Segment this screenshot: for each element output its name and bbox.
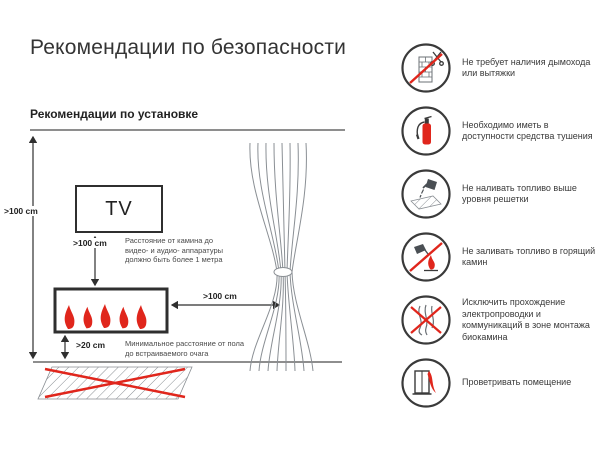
list-item: Не требует наличия дымохода или вытяжки [400,42,596,94]
tv-label: TV [105,197,133,220]
list-item: Проветривать помещение [400,357,596,409]
curtain [249,142,314,372]
no-wiring-icon [401,295,451,345]
safety-caption: Не требует наличия дымохода или вытяжки [462,56,591,79]
list-item: Не наливать топливо выше уровня решетки [400,168,596,220]
no-chimney-icon [401,43,451,93]
safety-caption: Проветривать помещение [462,377,572,388]
safety-caption: Не заливать топливо в горящий камин [462,245,596,268]
safety-caption: Исключить прохождение электропроводки и … [462,297,590,342]
tv-box: TV [75,185,163,233]
fuel-level-icon [401,169,451,219]
note-floor-distance: Минимальное расстояние от пола до встраи… [125,339,245,358]
ventilate-icon [401,358,451,408]
red-cross [44,367,186,399]
safety-list: Не требует наличия дымохода или вытяжки … [400,42,596,420]
dimension-floor: >20 cm [74,340,108,350]
list-item: Исключить прохождение электропроводки и … [400,294,596,346]
section-title: Рекомендации по установке [30,107,199,121]
extinguisher-icon [401,106,451,156]
fireplace [53,287,169,334]
no-rug-zone [37,366,193,400]
list-item: Не заливать топливо в горящий камин [400,231,596,283]
safety-caption: Необходимо иметь в доступности средства … [462,119,593,142]
dimension-wall: >100 cm [2,206,40,216]
dimension-fireplace-to-curtain: >100 cm [201,291,239,301]
dimension-tv-to-fireplace: >100 cm [71,238,109,248]
safety-caption: Не наливать топливо выше уровня решетки [462,182,577,205]
no-refuel-burning-icon [401,232,451,282]
flames [64,304,147,329]
note-equipment-distance: Расстояние от камина до видео- и аудио- … [125,236,224,264]
list-item: Необходимо иметь в доступности средства … [400,105,596,157]
page-title: Рекомендации по безопасности [30,36,347,59]
